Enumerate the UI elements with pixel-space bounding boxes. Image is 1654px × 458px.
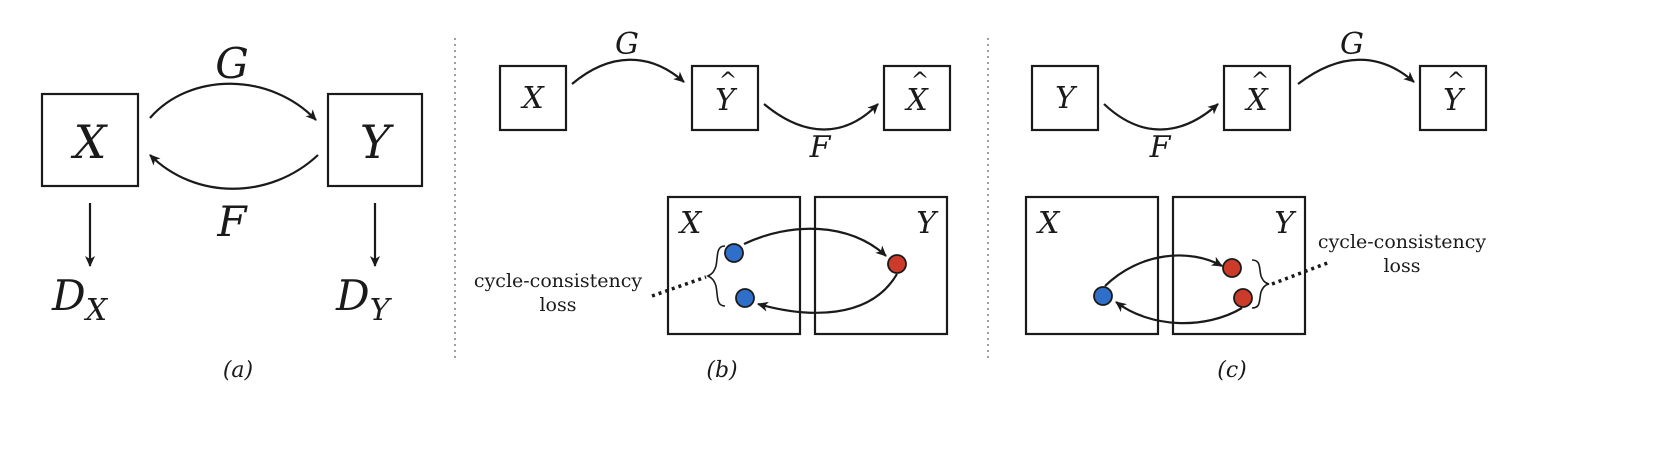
map-f-label: F <box>809 130 832 165</box>
panel-b: X Y ^ X ^ G F X Y cycle-consistency loss… <box>474 27 952 383</box>
chain-label-2: Y <box>715 83 738 118</box>
loss-pointer <box>651 275 707 298</box>
chain-box-3 <box>882 64 952 132</box>
source-point <box>1093 286 1113 306</box>
arrow-g <box>571 58 685 85</box>
map-f-label: F <box>1149 130 1172 165</box>
chain-label-3: Y <box>1443 83 1466 118</box>
arrow-g <box>149 82 317 121</box>
arrow-backward-map <box>757 273 898 314</box>
hat-icon: ^ <box>911 69 929 94</box>
hat-icon: ^ <box>1447 69 1465 94</box>
node-x-box <box>40 92 140 188</box>
domain-x-box <box>666 195 802 336</box>
loss-label-line2: loss <box>539 294 576 316</box>
arrow-backward-map <box>1115 301 1243 325</box>
caption-b: (b) <box>706 358 737 383</box>
arrow-forward-map <box>1104 254 1223 287</box>
chain-label-1: Y <box>1055 81 1078 116</box>
chain-box-1 <box>498 64 568 132</box>
disc-y-label: DY <box>335 271 393 328</box>
caption-a: (a) <box>223 358 253 383</box>
chain-box-1 <box>1030 64 1100 132</box>
chain-box-2 <box>690 64 760 132</box>
loss-pointer <box>1271 260 1331 286</box>
arrow-f <box>763 103 879 131</box>
chain-label-3: X <box>904 83 929 118</box>
map-f-label: F <box>216 197 248 246</box>
arrow-f <box>1103 103 1219 131</box>
reconstructed-point <box>1233 288 1253 308</box>
domain-x-label: X <box>678 206 703 241</box>
disc-x-label: DX <box>51 271 109 328</box>
arrow-f <box>149 154 319 190</box>
source-point <box>724 243 744 263</box>
domain-x-label: X <box>1036 206 1061 241</box>
caption-c: (c) <box>1217 358 1247 383</box>
node-y-box <box>326 92 424 188</box>
map-g-label: G <box>215 39 249 88</box>
panel-c: Y X ^ Y ^ F G X Y cycle-consistency loss… <box>1024 27 1488 383</box>
mapped-point <box>887 254 907 274</box>
arrow-forward-map <box>743 227 887 257</box>
node-y-label: Y <box>360 115 395 169</box>
map-g-label: G <box>615 27 639 62</box>
loss-label-line2: loss <box>1383 255 1420 277</box>
chain-label-2: X <box>1244 83 1269 118</box>
loss-label-line1: cycle-consistency <box>474 270 642 292</box>
loss-label-line1: cycle-consistency <box>1318 231 1486 253</box>
reconstructed-point <box>735 288 755 308</box>
hat-icon: ^ <box>719 69 737 94</box>
mapped-point <box>1222 258 1242 278</box>
node-x-label: X <box>71 115 109 169</box>
loss-brace <box>706 245 726 307</box>
arrow-g <box>1297 58 1415 85</box>
hat-icon: ^ <box>1251 69 1269 94</box>
chain-box-3 <box>1418 64 1488 132</box>
panel-a: X Y G F DX DY (a) <box>40 39 424 383</box>
chain-box-2 <box>1222 64 1292 132</box>
domain-y-label: Y <box>1274 206 1297 241</box>
chain-label-1: X <box>520 81 545 116</box>
map-g-label: G <box>1340 27 1364 62</box>
domain-y-label: Y <box>916 206 939 241</box>
loss-brace <box>1251 259 1270 309</box>
